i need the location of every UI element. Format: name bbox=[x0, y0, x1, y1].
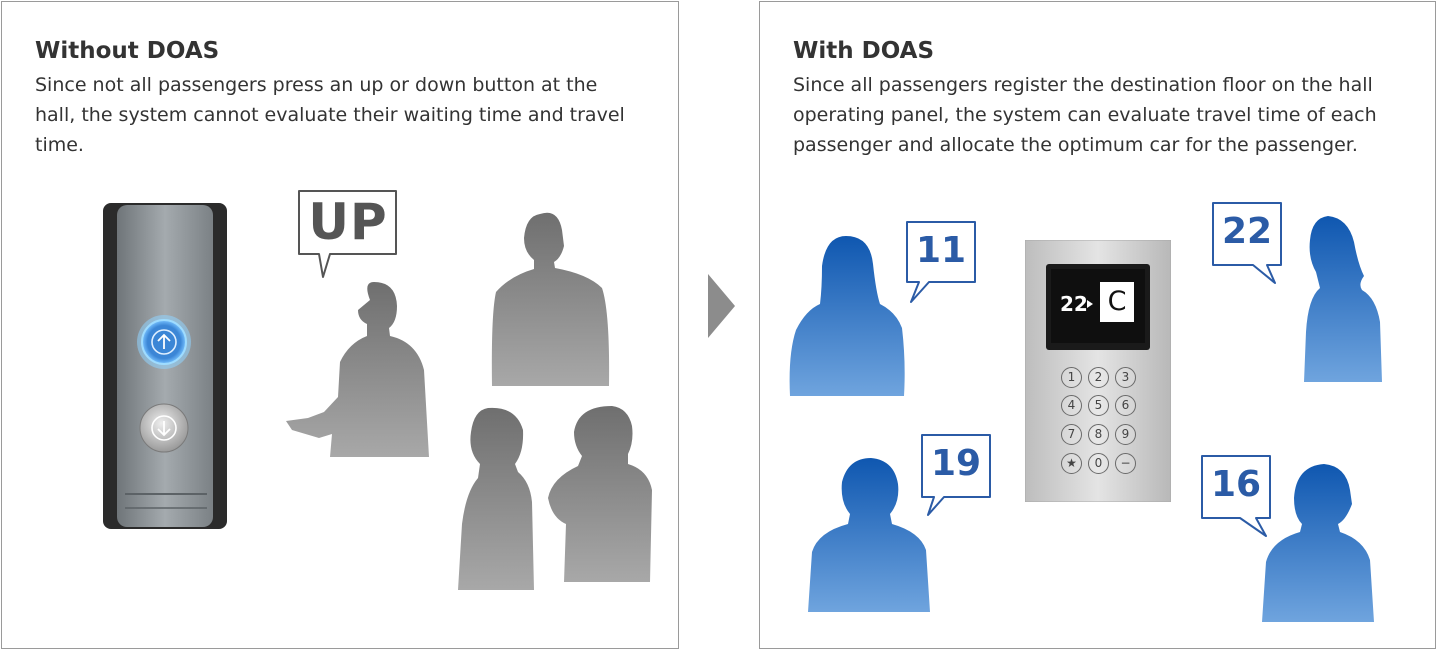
floor-bubble-11: 11 bbox=[905, 220, 977, 304]
floor-bubble-22-text: 22 bbox=[1221, 211, 1273, 252]
with-doas-title: With DOAS bbox=[793, 38, 935, 64]
keypad-key-5[interactable]: 5 bbox=[1088, 395, 1109, 416]
floor-bubble-19-text: 19 bbox=[930, 443, 982, 484]
transition-arrow-icon bbox=[708, 274, 735, 338]
hall-operating-panel: 22 C 1 2 3 4 5 6 7 8 9 ★ 0 − bbox=[1025, 240, 1171, 502]
keypad-key-4[interactable]: 4 bbox=[1061, 395, 1082, 416]
floor-bubble-19: 19 bbox=[920, 433, 992, 517]
down-arrow-icon bbox=[139, 403, 189, 453]
keypad-key-6[interactable]: 6 bbox=[1115, 395, 1136, 416]
keypad-key-8[interactable]: 8 bbox=[1088, 424, 1109, 445]
with-doas-description: Since all passengers register the destin… bbox=[793, 74, 1377, 156]
keypad-key-1[interactable]: 1 bbox=[1061, 367, 1082, 388]
blue-passenger-silhouettes bbox=[789, 216, 1382, 622]
without-doas-panel: Without DOAS Since not all passengers pr… bbox=[1, 1, 679, 649]
woman-silhouette bbox=[458, 407, 534, 590]
woman-silhouette-right bbox=[1304, 216, 1382, 382]
man-silhouette-left bbox=[808, 458, 930, 612]
floor-bubble-11-text: 11 bbox=[915, 230, 967, 271]
keypad-key-minus[interactable]: − bbox=[1115, 453, 1136, 474]
pointing-man-silhouette bbox=[286, 282, 429, 457]
floor-bubble-16-text: 16 bbox=[1210, 464, 1262, 505]
man-back-silhouette bbox=[491, 212, 610, 386]
man-right-silhouette bbox=[548, 406, 652, 582]
up-arrow-icon bbox=[137, 315, 191, 369]
keypad-key-2[interactable]: 2 bbox=[1088, 367, 1109, 388]
keypad-key-7[interactable]: 7 bbox=[1061, 424, 1082, 445]
hall-button-panel bbox=[103, 203, 227, 529]
up-bubble-text: UP bbox=[308, 193, 388, 251]
keypad-key-star[interactable]: ★ bbox=[1061, 453, 1082, 474]
display-floor-number: 22 bbox=[1060, 292, 1088, 316]
floor-bubble-22: 22 bbox=[1211, 201, 1283, 285]
man-silhouette-right bbox=[1262, 464, 1374, 622]
woman-silhouette-left bbox=[789, 236, 905, 396]
floor-bubble-16: 16 bbox=[1200, 454, 1272, 538]
display-arrow-icon bbox=[1087, 300, 1093, 308]
keypad-key-9[interactable]: 9 bbox=[1115, 424, 1136, 445]
keypad-key-3[interactable]: 3 bbox=[1115, 367, 1136, 388]
panel-display: 22 C bbox=[1046, 264, 1150, 350]
gray-passenger-silhouettes bbox=[286, 212, 652, 590]
with-doas-panel: With DOAS Since all passengers register … bbox=[759, 1, 1436, 649]
without-doas-title: Without DOAS bbox=[35, 38, 220, 64]
up-speech-bubble: UP bbox=[297, 189, 399, 279]
without-doas-description: Since not all passengers press an up or … bbox=[35, 74, 625, 156]
display-car-letter: C bbox=[1107, 286, 1127, 317]
display-car-box: C bbox=[1100, 282, 1134, 322]
keypad-key-0[interactable]: 0 bbox=[1088, 453, 1109, 474]
